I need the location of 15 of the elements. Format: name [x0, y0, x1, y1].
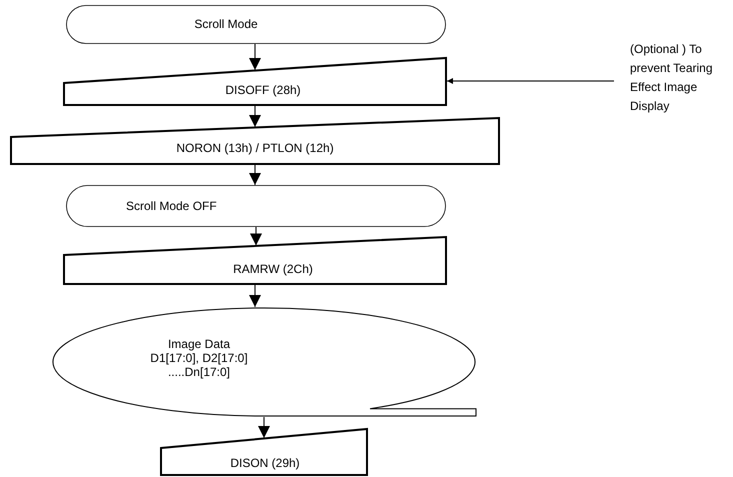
- step-label: Image Data D1[17:0], D2[17:0] .....Dn[17:0]: [149, 337, 249, 379]
- arrow: [249, 164, 261, 186]
- step-label: NORON (13h) / PTLON (12h): [175, 141, 335, 155]
- arrow: [446, 78, 614, 84]
- step-label: DISON (29h): [229, 456, 301, 470]
- step-label: Scroll Mode: [193, 17, 259, 31]
- arrow: [249, 44, 261, 70]
- arrow: [249, 106, 261, 128]
- arrow: [258, 416, 270, 438]
- step-label: DISOFF (28h): [224, 83, 302, 97]
- arrow: [250, 226, 262, 246]
- note-text: (Optional ) To prevent Tearing Effect Image Display: [630, 41, 714, 115]
- step-label: Scroll Mode OFF: [126, 199, 218, 213]
- arrow: [249, 284, 261, 308]
- step-label: RAMRW (2Ch): [232, 262, 314, 276]
